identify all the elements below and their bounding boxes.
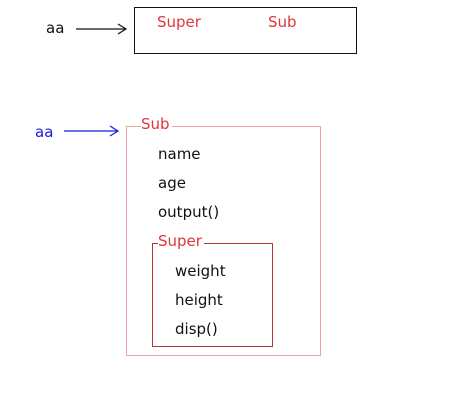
bottom-variable-label: aa <box>35 123 54 141</box>
super-object-box <box>152 243 273 347</box>
sub-member-age: age <box>158 174 186 192</box>
super-member-weight: weight <box>175 262 226 280</box>
top-reference-arrow-icon <box>76 23 128 35</box>
sub-box-title: Sub <box>141 115 172 133</box>
super-member-disp: disp() <box>175 320 218 338</box>
top-variable-label: aa <box>46 19 65 37</box>
super-box-title: Super <box>158 232 204 250</box>
bottom-reference-arrow-icon <box>64 125 120 137</box>
super-member-height: height <box>175 291 223 309</box>
sub-member-output: output() <box>158 203 220 221</box>
sub-member-name: name <box>158 145 201 163</box>
top-object-box <box>134 7 357 54</box>
top-box-sub-label: Sub <box>268 13 297 31</box>
top-box-super-label: Super <box>157 13 201 31</box>
sub-object-box <box>126 126 321 356</box>
